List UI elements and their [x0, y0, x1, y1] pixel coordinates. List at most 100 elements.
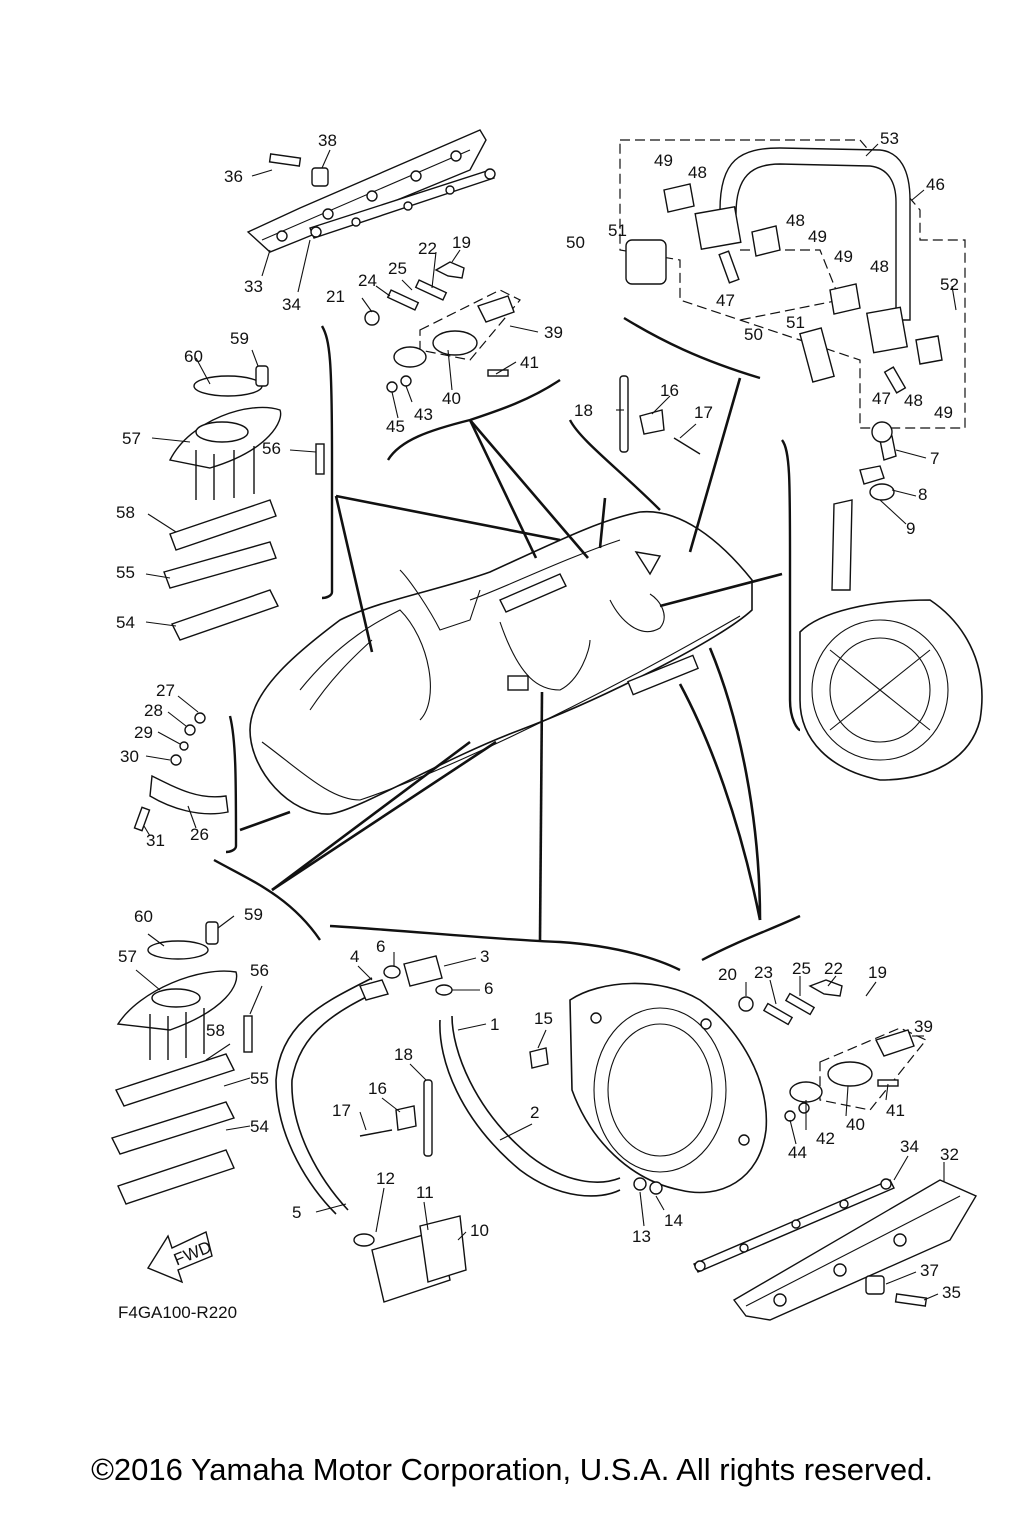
group-brackets: [213, 316, 801, 972]
callout-30: 30: [120, 747, 139, 766]
callout-34b: 34: [900, 1137, 919, 1156]
callout-48b: 48: [786, 211, 805, 230]
callout-18b: 18: [394, 1045, 413, 1064]
callout-15: 15: [534, 1009, 553, 1028]
callout-48a: 48: [688, 163, 707, 182]
callout-60b: 60: [134, 907, 153, 926]
callout-28: 28: [144, 701, 163, 720]
callout-46: 46: [926, 175, 945, 194]
callout-37: 37: [920, 1261, 939, 1280]
callout-40b: 40: [846, 1115, 865, 1134]
callout-38: 38: [318, 131, 337, 150]
callout-47b: 47: [872, 389, 891, 408]
callout-36: 36: [224, 167, 243, 186]
callout-44: 44: [788, 1143, 807, 1162]
callout-21: 21: [326, 287, 345, 306]
callout-24: 24: [358, 271, 377, 290]
callout-16b: 16: [368, 1079, 387, 1098]
handle-assembly-top-right: [619, 139, 966, 429]
callout-39b: 39: [914, 1017, 933, 1036]
callout-31: 31: [146, 831, 165, 850]
callout-23: 23: [754, 963, 773, 982]
bracket-hardware-left: [133, 712, 229, 832]
callout-56b: 56: [250, 961, 269, 980]
callout-17a: 17: [694, 403, 713, 422]
pump-housing-bottom: [569, 982, 768, 1195]
callout-60a: 60: [184, 347, 203, 366]
clip-hardware-center: [619, 375, 701, 455]
callout-41b: 41: [886, 1101, 905, 1120]
callout-2: 2: [530, 1103, 539, 1122]
fwd-arrow: FWD: [146, 1231, 214, 1284]
callout-19b: 19: [868, 963, 887, 982]
callout-8: 8: [918, 485, 927, 504]
callout-50a: 50: [566, 233, 585, 252]
callout-54b: 54: [250, 1117, 269, 1136]
callout-22: 22: [418, 239, 437, 258]
callout-25b: 25: [792, 959, 811, 978]
pointer-arrows: [239, 377, 783, 941]
jet-pump-housing: [799, 421, 983, 781]
callout-59b: 59: [244, 905, 263, 924]
callout-27: 27: [156, 681, 175, 700]
hose-assembly-bottom: [275, 955, 621, 1303]
callout-58b: 58: [206, 1021, 225, 1040]
callout-26: 26: [190, 825, 209, 844]
callout-49c: 49: [834, 247, 853, 266]
callout-49d: 49: [934, 403, 953, 422]
callout-57b: 57: [118, 947, 137, 966]
cleat-assembly-upper-left: [163, 365, 325, 641]
callout-52: 52: [940, 275, 959, 294]
rail-assembly-top-left: [246, 129, 496, 253]
callout-57a: 57: [122, 429, 141, 448]
callout-51a: 51: [608, 221, 627, 240]
callout-39: 39: [544, 323, 563, 342]
callout-4: 4: [350, 947, 359, 966]
callout-48c: 48: [870, 257, 889, 276]
callout-16a: 16: [660, 381, 679, 400]
callout-5: 5: [292, 1203, 301, 1222]
cleat-assembly-lower-left: [111, 921, 253, 1205]
callout-32: 32: [940, 1145, 959, 1164]
callout-7: 7: [930, 449, 939, 468]
callout-17b: 17: [332, 1101, 351, 1120]
callout-19: 19: [452, 233, 471, 252]
callout-6b: 6: [484, 979, 493, 998]
callout-56a: 56: [262, 439, 281, 458]
callout-42: 42: [816, 1129, 835, 1148]
callout-51b: 51: [786, 313, 805, 332]
callout-12: 12: [376, 1169, 395, 1188]
callout-55b: 55: [250, 1069, 269, 1088]
callout-29: 29: [134, 723, 153, 742]
copyright-notice: ©2016 Yamaha Motor Corporation, U.S.A. A…: [91, 1452, 933, 1487]
callout-40: 40: [442, 389, 461, 408]
callout-14: 14: [664, 1211, 683, 1230]
callout-35: 35: [942, 1283, 961, 1302]
callout-53: 53: [880, 129, 899, 148]
watercraft-hull: [249, 510, 753, 815]
rail-assembly-bottom-right: [693, 979, 978, 1321]
callout-58a: 58: [116, 503, 135, 522]
callout-1: 1: [490, 1015, 499, 1034]
callout-50b: 50: [744, 325, 763, 344]
callout-45: 45: [386, 417, 405, 436]
callout-9: 9: [906, 519, 915, 538]
callout-13: 13: [632, 1227, 651, 1246]
cleat-hardware-top: [364, 261, 521, 393]
callout-48d: 48: [904, 391, 923, 410]
callout-49a: 49: [654, 151, 673, 170]
callout-20: 20: [718, 965, 737, 984]
callout-55a: 55: [116, 563, 135, 582]
callout-47a: 47: [716, 291, 735, 310]
callout-10: 10: [470, 1221, 489, 1240]
diagram-code: F4GA100-R220: [118, 1303, 237, 1322]
callout-11: 11: [416, 1183, 434, 1202]
callout-34: 34: [282, 295, 301, 314]
callout-22b: 22: [824, 959, 843, 978]
callout-59a: 59: [230, 329, 249, 348]
callout-3: 3: [480, 947, 489, 966]
callout-6a: 6: [376, 937, 385, 956]
callout-41: 41: [520, 353, 539, 372]
callout-49b: 49: [808, 227, 827, 246]
